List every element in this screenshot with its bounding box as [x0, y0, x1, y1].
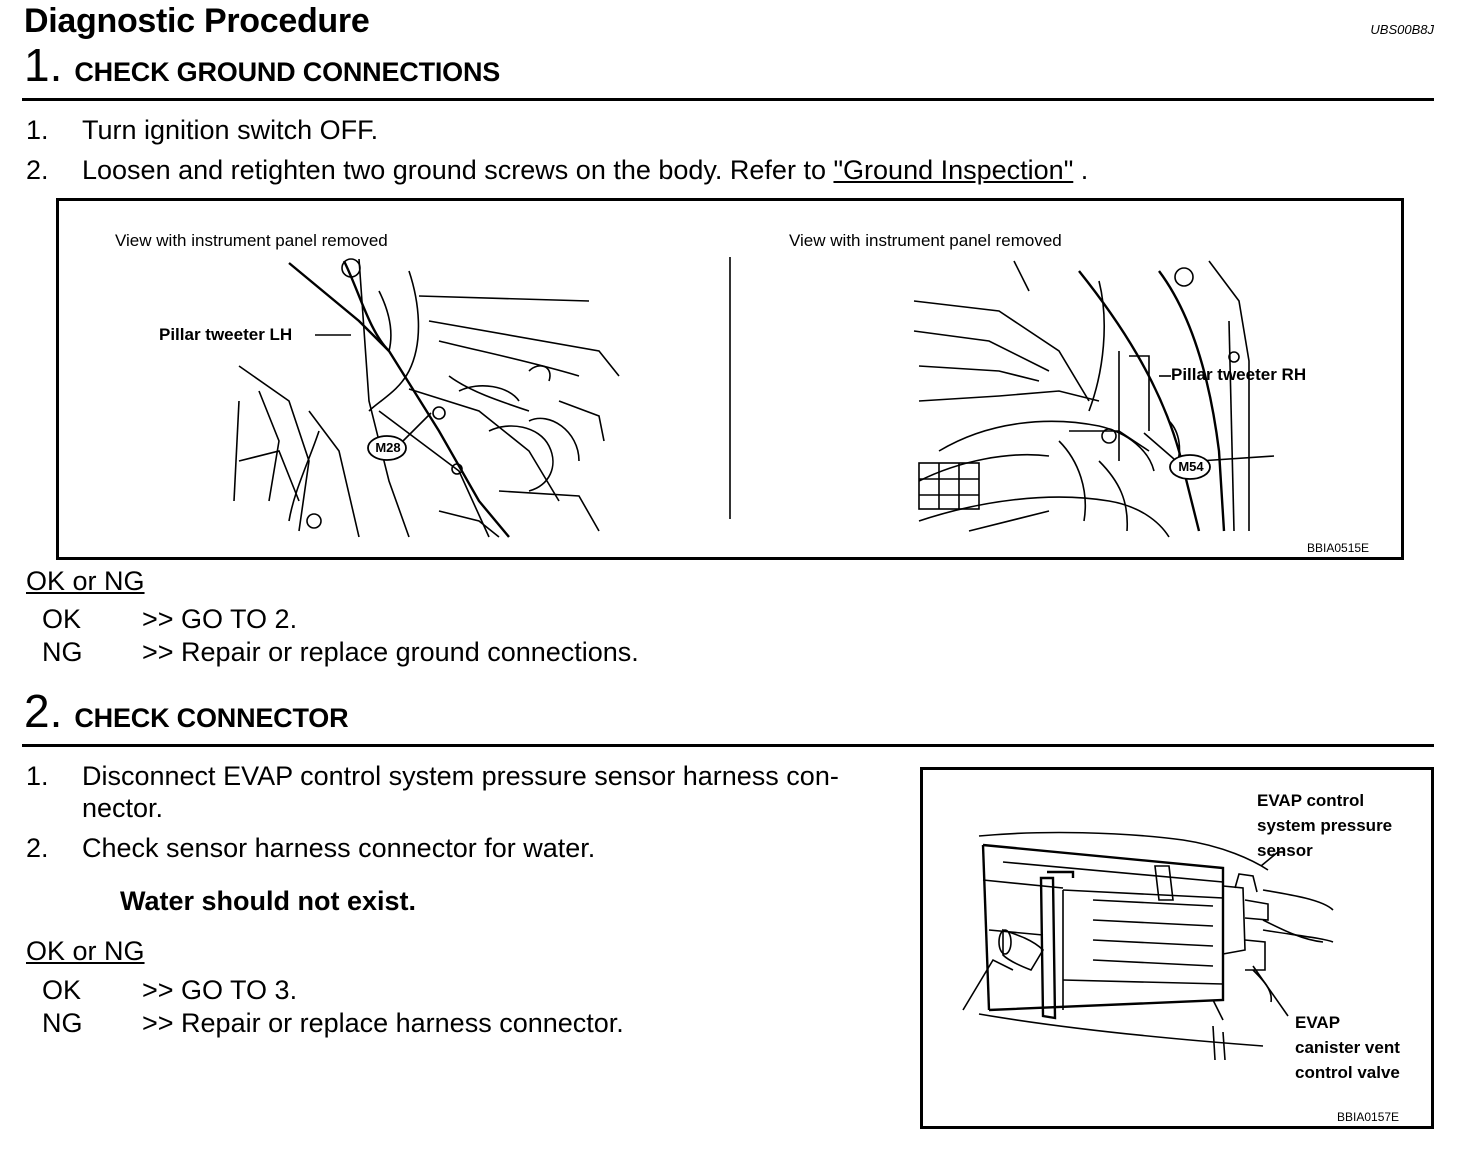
vent-valve-label: EVAP canister vent control valve [1295, 1010, 1400, 1085]
vent-valve-label-line-2: canister vent [1295, 1038, 1400, 1057]
connector-m54-label: M54 [1178, 459, 1204, 474]
water-warning: Water should not exist. [120, 886, 417, 916]
ground-screws-illustration [233, 257, 1275, 538]
step1-result-ok: OK >> GO TO 2. [42, 604, 297, 635]
item-number: 2. [26, 155, 49, 185]
connector-m28-label: M28 [375, 440, 401, 455]
pressure-sensor-label: EVAP control system pressure sensor [1257, 788, 1392, 863]
document-code: UBS00B8J [1370, 22, 1434, 37]
result-text: >> GO TO 2. [142, 604, 298, 634]
item-text-end: . [1073, 155, 1089, 185]
evap-canister-figure: EVAP control system pressure sensor EVAP… [920, 767, 1434, 1129]
pillar-tweeter-rh-label: Pillar tweeter RH [1171, 365, 1307, 384]
figure2-code: BBIA0157E [1337, 1110, 1400, 1124]
step2-okng-heading: OK or NG [26, 936, 145, 966]
result-text: >> GO TO 3. [142, 975, 298, 1005]
ground-inspection-link[interactable]: "Ground Inspection" [833, 155, 1074, 185]
step2-heading: 2. CHECK CONNECTOR [24, 685, 349, 737]
pressure-sensor-label-line-3: sensor [1257, 841, 1313, 860]
step2-number: 2. [24, 685, 63, 737]
result-text: >> Repair or replace harness connector. [142, 1008, 624, 1038]
right-panel-drawing [913, 260, 1275, 538]
step1-item-2: 2. Loosen and retighten two ground screw… [26, 154, 1226, 186]
result-key: OK [42, 975, 82, 1005]
result-key: NG [42, 1008, 83, 1038]
item-number: 2. [26, 833, 49, 863]
result-text: >> Repair or replace ground connections. [142, 637, 639, 667]
step1-number: 1. [24, 39, 63, 91]
evap-canister-illustration [962, 831, 1334, 1061]
right-view-caption: View with instrument panel removed [789, 231, 1062, 250]
vent-valve-label-line-3: control valve [1295, 1063, 1400, 1082]
pressure-sensor-label-line-2: system pressure [1257, 816, 1393, 835]
page-title: Diagnostic Procedure [24, 2, 370, 40]
step2-item-2: 2. Check sensor harness connector for wa… [26, 832, 906, 864]
item-text: Turn ignition switch OFF. [82, 115, 379, 145]
item-number: 1. [26, 761, 49, 791]
result-key: NG [42, 637, 83, 667]
step2-divider [22, 744, 1434, 747]
step1-result-ng: NG >> Repair or replace ground connectio… [42, 637, 639, 668]
item-text-continued: nector. [82, 793, 164, 823]
step2-result-ok: OK >> GO TO 3. [42, 975, 297, 1006]
pressure-sensor-label-line-1: EVAP control [1257, 791, 1365, 810]
step1-heading: 1. CHECK GROUND CONNECTIONS [24, 42, 500, 88]
ground-screws-figure: View with instrument panel removed View … [56, 198, 1404, 560]
item-number: 1. [26, 115, 49, 145]
pillar-tweeter-lh-label: Pillar tweeter LH [159, 325, 293, 344]
step2-item-1: 1. Disconnect EVAP control system pressu… [26, 760, 906, 824]
vent-valve-label-line-1: EVAP [1295, 1013, 1341, 1032]
item-text: Loosen and retighten two ground screws o… [82, 155, 834, 185]
figure1-code: BBIA0515E [1307, 541, 1370, 555]
step2-result-ng: NG >> Repair or replace harness connecto… [42, 1008, 624, 1039]
left-panel-drawing [233, 258, 620, 538]
step1-title: CHECK GROUND CONNECTIONS [74, 57, 501, 87]
step1-okng-heading: OK or NG [26, 566, 145, 596]
step1-item-1: 1. Turn ignition switch OFF. [26, 114, 378, 146]
step2-title: CHECK CONNECTOR [74, 703, 349, 733]
item-text: Disconnect EVAP control system pressure … [82, 761, 839, 791]
result-key: OK [42, 604, 82, 634]
step1-divider [22, 98, 1434, 101]
left-view-caption: View with instrument panel removed [115, 231, 388, 250]
item-text: Check sensor harness connector for water… [82, 833, 596, 863]
